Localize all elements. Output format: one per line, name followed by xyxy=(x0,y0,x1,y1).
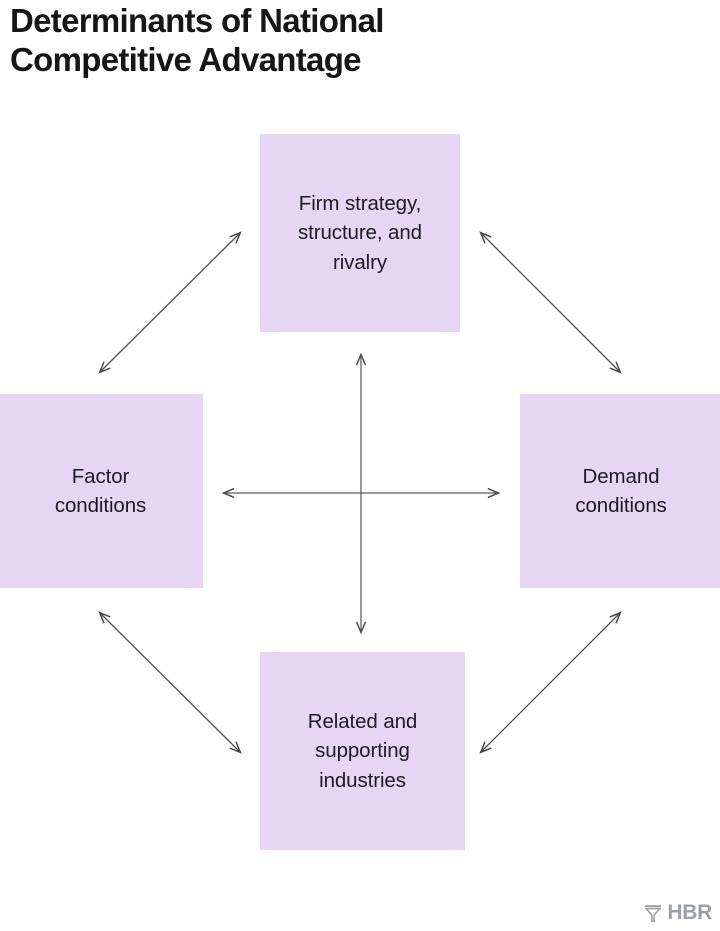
hbr-logo: HBR xyxy=(644,902,712,923)
connector-top-left-diagonal xyxy=(98,231,242,374)
node-demand-conditions-label: Demand conditions xyxy=(575,464,667,517)
node-factor-conditions-label: Factor conditions xyxy=(54,464,147,517)
hbr-wordmark: HBR xyxy=(667,901,712,924)
node-firm-strategy[interactable]: Firm strategy, structure, and rivalry xyxy=(260,134,460,332)
node-related-supporting-industries-label: Related and supporting industries xyxy=(307,710,418,792)
connector-top-right-diagonal xyxy=(479,231,622,374)
hbr-funnel-icon xyxy=(644,904,662,922)
node-factor-conditions[interactable]: Factor conditions xyxy=(0,394,203,588)
node-demand-conditions[interactable]: Demand conditions xyxy=(520,394,720,588)
node-related-supporting-industries[interactable]: Related and supporting industries xyxy=(260,652,465,850)
page-title: Determinants of National Competitive Adv… xyxy=(10,2,384,78)
node-firm-strategy-label: Firm strategy, structure, and rivalry xyxy=(298,192,422,274)
connector-bottom-right-diagonal xyxy=(479,611,622,754)
connector-bottom-left-diagonal xyxy=(98,611,242,754)
